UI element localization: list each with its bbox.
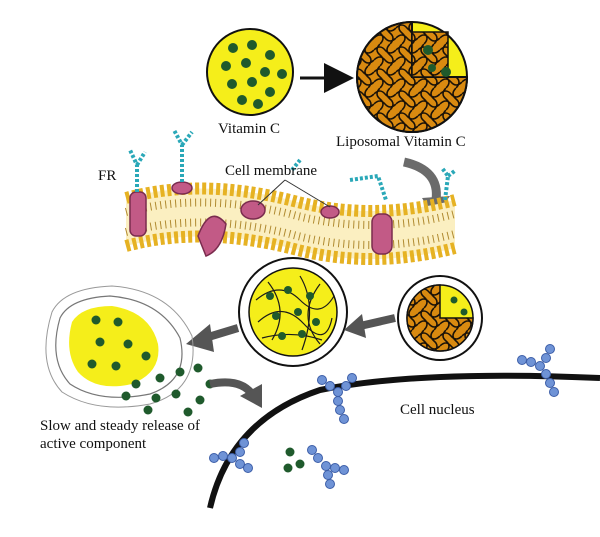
- cell-membrane-label: Cell membrane: [225, 163, 318, 179]
- cell-membrane: [124, 129, 458, 265]
- liposome-small: [397, 275, 483, 361]
- released-vitamin-dots: [121, 363, 305, 473]
- arrow-to-release: [186, 324, 240, 352]
- vitamin-c-label: Vitamin C: [218, 121, 281, 137]
- cell-nucleus-label: Cell nucleus: [400, 402, 475, 418]
- fr-label: FR: [98, 168, 117, 184]
- release-label-line2: active component: [40, 436, 147, 452]
- liposomal-vitamin-c-sphere: [356, 20, 469, 133]
- liposomal-vitamin-c-label: Liposomal Vitamin C: [336, 134, 466, 150]
- arrow-to-nucleus: [209, 378, 262, 408]
- liposome-dispersed: [238, 257, 348, 367]
- nucleus-receptors: [209, 344, 559, 489]
- vitamin-c-sphere: [206, 28, 294, 116]
- releasing-cell: [45, 285, 194, 408]
- nucleus-membrane: [207, 372, 600, 509]
- release-label-line1: Slow and steady release of: [40, 418, 200, 434]
- arrow-left-middle: [344, 314, 396, 338]
